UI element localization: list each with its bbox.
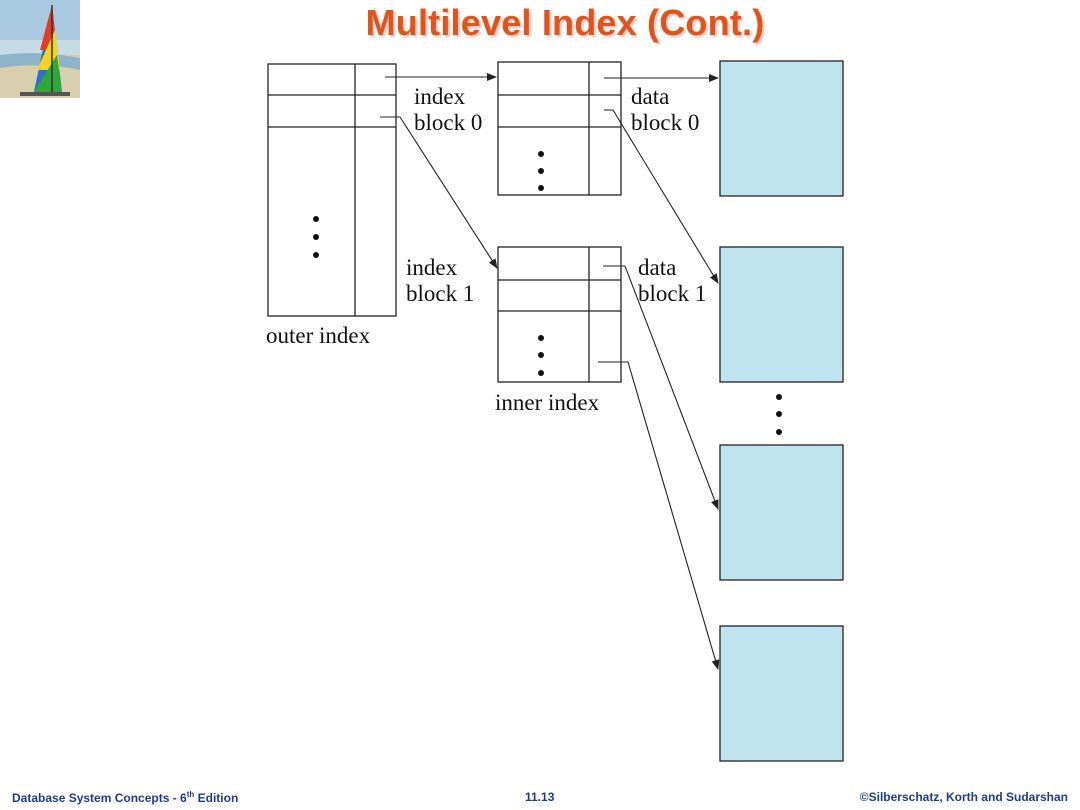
label-index-block-1: index block 1 <box>406 255 475 306</box>
label-inner-index: inner index <box>495 390 600 415</box>
footer-page-number: 11.13 <box>525 790 555 804</box>
data-blocks-ellipsis <box>776 394 782 435</box>
data-block-3 <box>719 444 844 581</box>
label-index-block-0: index block 0 <box>414 84 483 135</box>
index-block-1 <box>497 246 622 383</box>
sailboat-logo <box>0 0 80 98</box>
pointer-arrows <box>380 73 720 670</box>
outer-index-block <box>267 63 397 317</box>
label-data-block-1: data block 1 <box>638 255 707 306</box>
label-outer-index: outer index <box>266 323 371 348</box>
outer-index-ellipsis <box>313 216 319 258</box>
footer-book-title: Database System Concepts - 6th Edition <box>12 790 239 805</box>
footer-copyright: ©Silberschatz, Korth and Sudarshan <box>859 790 1068 804</box>
label-data-block-0: data block 0 <box>631 84 700 135</box>
data-block-4 <box>719 625 844 762</box>
data-blocks <box>719 60 844 762</box>
data-block-1 <box>719 246 844 383</box>
data-block-0 <box>719 60 844 197</box>
index-block-0 <box>497 61 622 196</box>
slide-title: Multilevel Index (Cont.) <box>365 2 765 43</box>
index-block-1-ellipsis <box>538 335 544 376</box>
index-block-0-ellipsis <box>538 151 544 191</box>
